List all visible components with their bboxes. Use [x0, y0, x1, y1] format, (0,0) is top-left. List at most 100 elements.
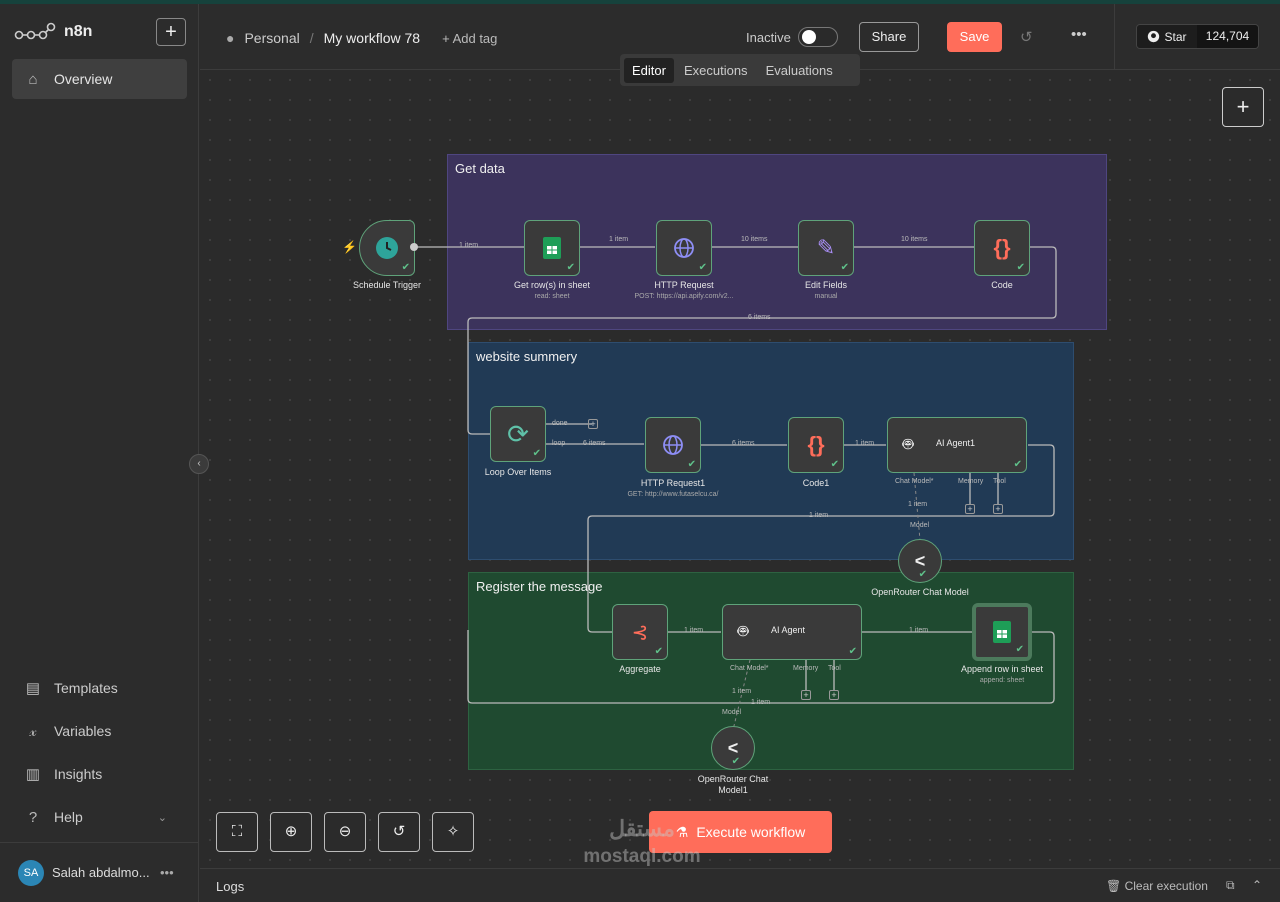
success-check-icon: ✔ — [566, 262, 575, 273]
clock-icon — [360, 221, 414, 275]
execute-workflow-button[interactable]: ⚗ Execute workflow — [649, 811, 832, 853]
watermark: مستقل mostaql.com — [562, 815, 722, 868]
google-sheets-icon — [525, 221, 579, 275]
fit-view-button[interactable]: ⛶ — [216, 812, 258, 852]
node-label: OpenRouter Chat Model — [871, 587, 969, 597]
tab-executions[interactable]: Executions — [683, 62, 748, 78]
home-icon: ⌂ — [28, 70, 38, 88]
app-logo[interactable]: n8n — [14, 22, 92, 42]
chat-model-port-label: Chat Model* — [895, 478, 934, 485]
edge-label: 1 item — [684, 627, 704, 634]
success-check-icon: ✔ — [1016, 262, 1025, 273]
output-port[interactable] — [410, 243, 418, 251]
tidy-up-button[interactable]: ✧ — [432, 812, 474, 852]
create-button[interactable]: + — [156, 18, 186, 46]
pencil-icon: ✎ — [816, 235, 836, 260]
node-ai-agent1[interactable]: 🤖︎ AI Agent1 ✔ — [887, 417, 1027, 473]
breadcrumb-project[interactable]: Personal — [244, 30, 300, 46]
user-menu[interactable]: SA Salah abdalmo... ••• — [0, 842, 199, 902]
node-schedule-trigger[interactable]: ✔ — [359, 220, 415, 276]
node-label: Code — [991, 280, 1013, 290]
n8n-logo-icon — [14, 22, 56, 40]
history-icon[interactable]: ↺ — [1020, 29, 1033, 46]
node-label: Loop Over Items — [484, 467, 552, 477]
code-braces-icon: {} — [807, 432, 825, 457]
save-button[interactable]: Save — [947, 22, 1002, 52]
tab-editor[interactable]: Editor — [624, 57, 674, 83]
zoom-out-button[interactable]: ⊖ — [324, 812, 366, 852]
collapse-sidebar-button[interactable]: ‹ — [189, 454, 209, 474]
node-label: Append row in sheet — [960, 664, 1044, 674]
node-http-request1[interactable]: ✔ — [645, 417, 701, 473]
execute-label: Execute workflow — [696, 824, 806, 840]
node-code1[interactable]: {} ✔ — [788, 417, 844, 473]
sidebar-item-overview[interactable]: ⌂ Overview — [12, 59, 187, 99]
zoom-in-button[interactable]: ⊕ — [270, 812, 312, 852]
node-get-rows[interactable]: ✔ — [524, 220, 580, 276]
add-memory-button[interactable]: + — [965, 504, 975, 514]
edge-label: 1 item — [908, 501, 928, 508]
workflow-name[interactable]: My workflow 78 — [323, 30, 421, 46]
add-tool-button[interactable]: + — [993, 504, 1003, 514]
node-label: Get row(s) in sheet — [513, 280, 591, 290]
edge-label: 6 items — [748, 314, 771, 321]
group-title: website summery — [476, 349, 578, 364]
reset-zoom-button[interactable]: ↺ — [378, 812, 420, 852]
status-label: Inactive — [746, 30, 791, 45]
add-node-button[interactable]: + — [1222, 87, 1264, 127]
node-edit-fields[interactable]: ✎ ✔ — [798, 220, 854, 276]
success-check-icon: ✔ — [830, 459, 839, 470]
user-name: Salah abdalmo... — [52, 865, 150, 880]
node-label: AI Agent1 — [936, 438, 976, 448]
node-label: Code1 — [802, 478, 830, 488]
star-label: Star — [1164, 29, 1187, 44]
clear-execution-label: Clear execution — [1124, 879, 1208, 893]
popout-icon[interactable]: ⧉ — [1226, 878, 1235, 892]
code-braces-icon: {} — [993, 235, 1011, 260]
variable-icon: 𝓍 — [29, 722, 37, 740]
success-check-icon: ✔ — [532, 448, 541, 459]
sidebar-item-insights[interactable]: ▥ Insights — [12, 754, 187, 794]
edge-label: 1 item — [609, 236, 629, 243]
robot-icon: 🤖︎ — [737, 620, 749, 641]
node-code[interactable]: {} ✔ — [974, 220, 1030, 276]
question-icon: ? — [28, 808, 38, 826]
node-append-row[interactable]: ✔ — [972, 603, 1032, 661]
add-tool-button[interactable]: + — [829, 690, 839, 700]
globe-icon — [657, 221, 711, 275]
add-tag-button[interactable]: + Add tag — [442, 30, 498, 46]
sidebar-item-help[interactable]: ? Help ⌄ — [12, 797, 187, 837]
tab-evaluations[interactable]: Evaluations — [765, 62, 833, 78]
active-toggle[interactable] — [798, 27, 838, 47]
chevron-up-icon[interactable]: ⌃ — [1252, 878, 1263, 892]
sidebar-item-label: Variables — [54, 723, 112, 739]
node-loop-over-items[interactable]: ⟳ ✔ — [490, 406, 546, 462]
node-label: Schedule Trigger — [352, 280, 422, 290]
logs-panel[interactable]: Logs 🗑︎ Clear execution ⧉ ⌃ — [200, 868, 1280, 902]
node-subtitle: POST: https://api.apify.com/v2... — [634, 293, 734, 300]
add-memory-button[interactable]: + — [801, 690, 811, 700]
group-title: Register the message — [476, 579, 603, 594]
node-http-request[interactable]: ✔ — [656, 220, 712, 276]
success-check-icon: ✔ — [1013, 459, 1022, 470]
more-options-icon[interactable]: ••• — [1071, 26, 1087, 43]
memory-port-label: Memory — [958, 478, 984, 485]
node-ai-agent[interactable]: 🤖︎ AI Agent ✔ — [722, 604, 862, 660]
edge-label: 6 items — [583, 440, 606, 447]
workflow-canvas[interactable]: + Get data website summery Register the … — [200, 70, 1280, 868]
top-accent-bar — [0, 0, 1280, 4]
sidebar-item-templates[interactable]: ▤ Templates — [12, 668, 187, 708]
sidebar-item-variables[interactable]: 𝓍 Variables — [12, 711, 187, 751]
aggregate-icon: ⊰ — [631, 621, 649, 644]
clear-execution-button[interactable]: 🗑︎ Clear execution — [1106, 879, 1208, 893]
github-star-button[interactable]: Star 124,704 — [1136, 24, 1259, 49]
connections-layer — [414, 246, 1057, 731]
node-openrouter-chat-model[interactable]: < ✔ — [898, 539, 942, 583]
share-button[interactable]: Share — [859, 22, 919, 52]
node-openrouter-chat-model1[interactable]: < ✔ — [711, 726, 755, 770]
chart-icon: ▥ — [25, 766, 41, 783]
more-icon[interactable]: ••• — [160, 865, 174, 880]
box-icon: ▤ — [25, 680, 41, 697]
node-aggregate[interactable]: ⊰ ✔ — [612, 604, 668, 660]
add-connection-button[interactable]: + — [588, 419, 598, 429]
